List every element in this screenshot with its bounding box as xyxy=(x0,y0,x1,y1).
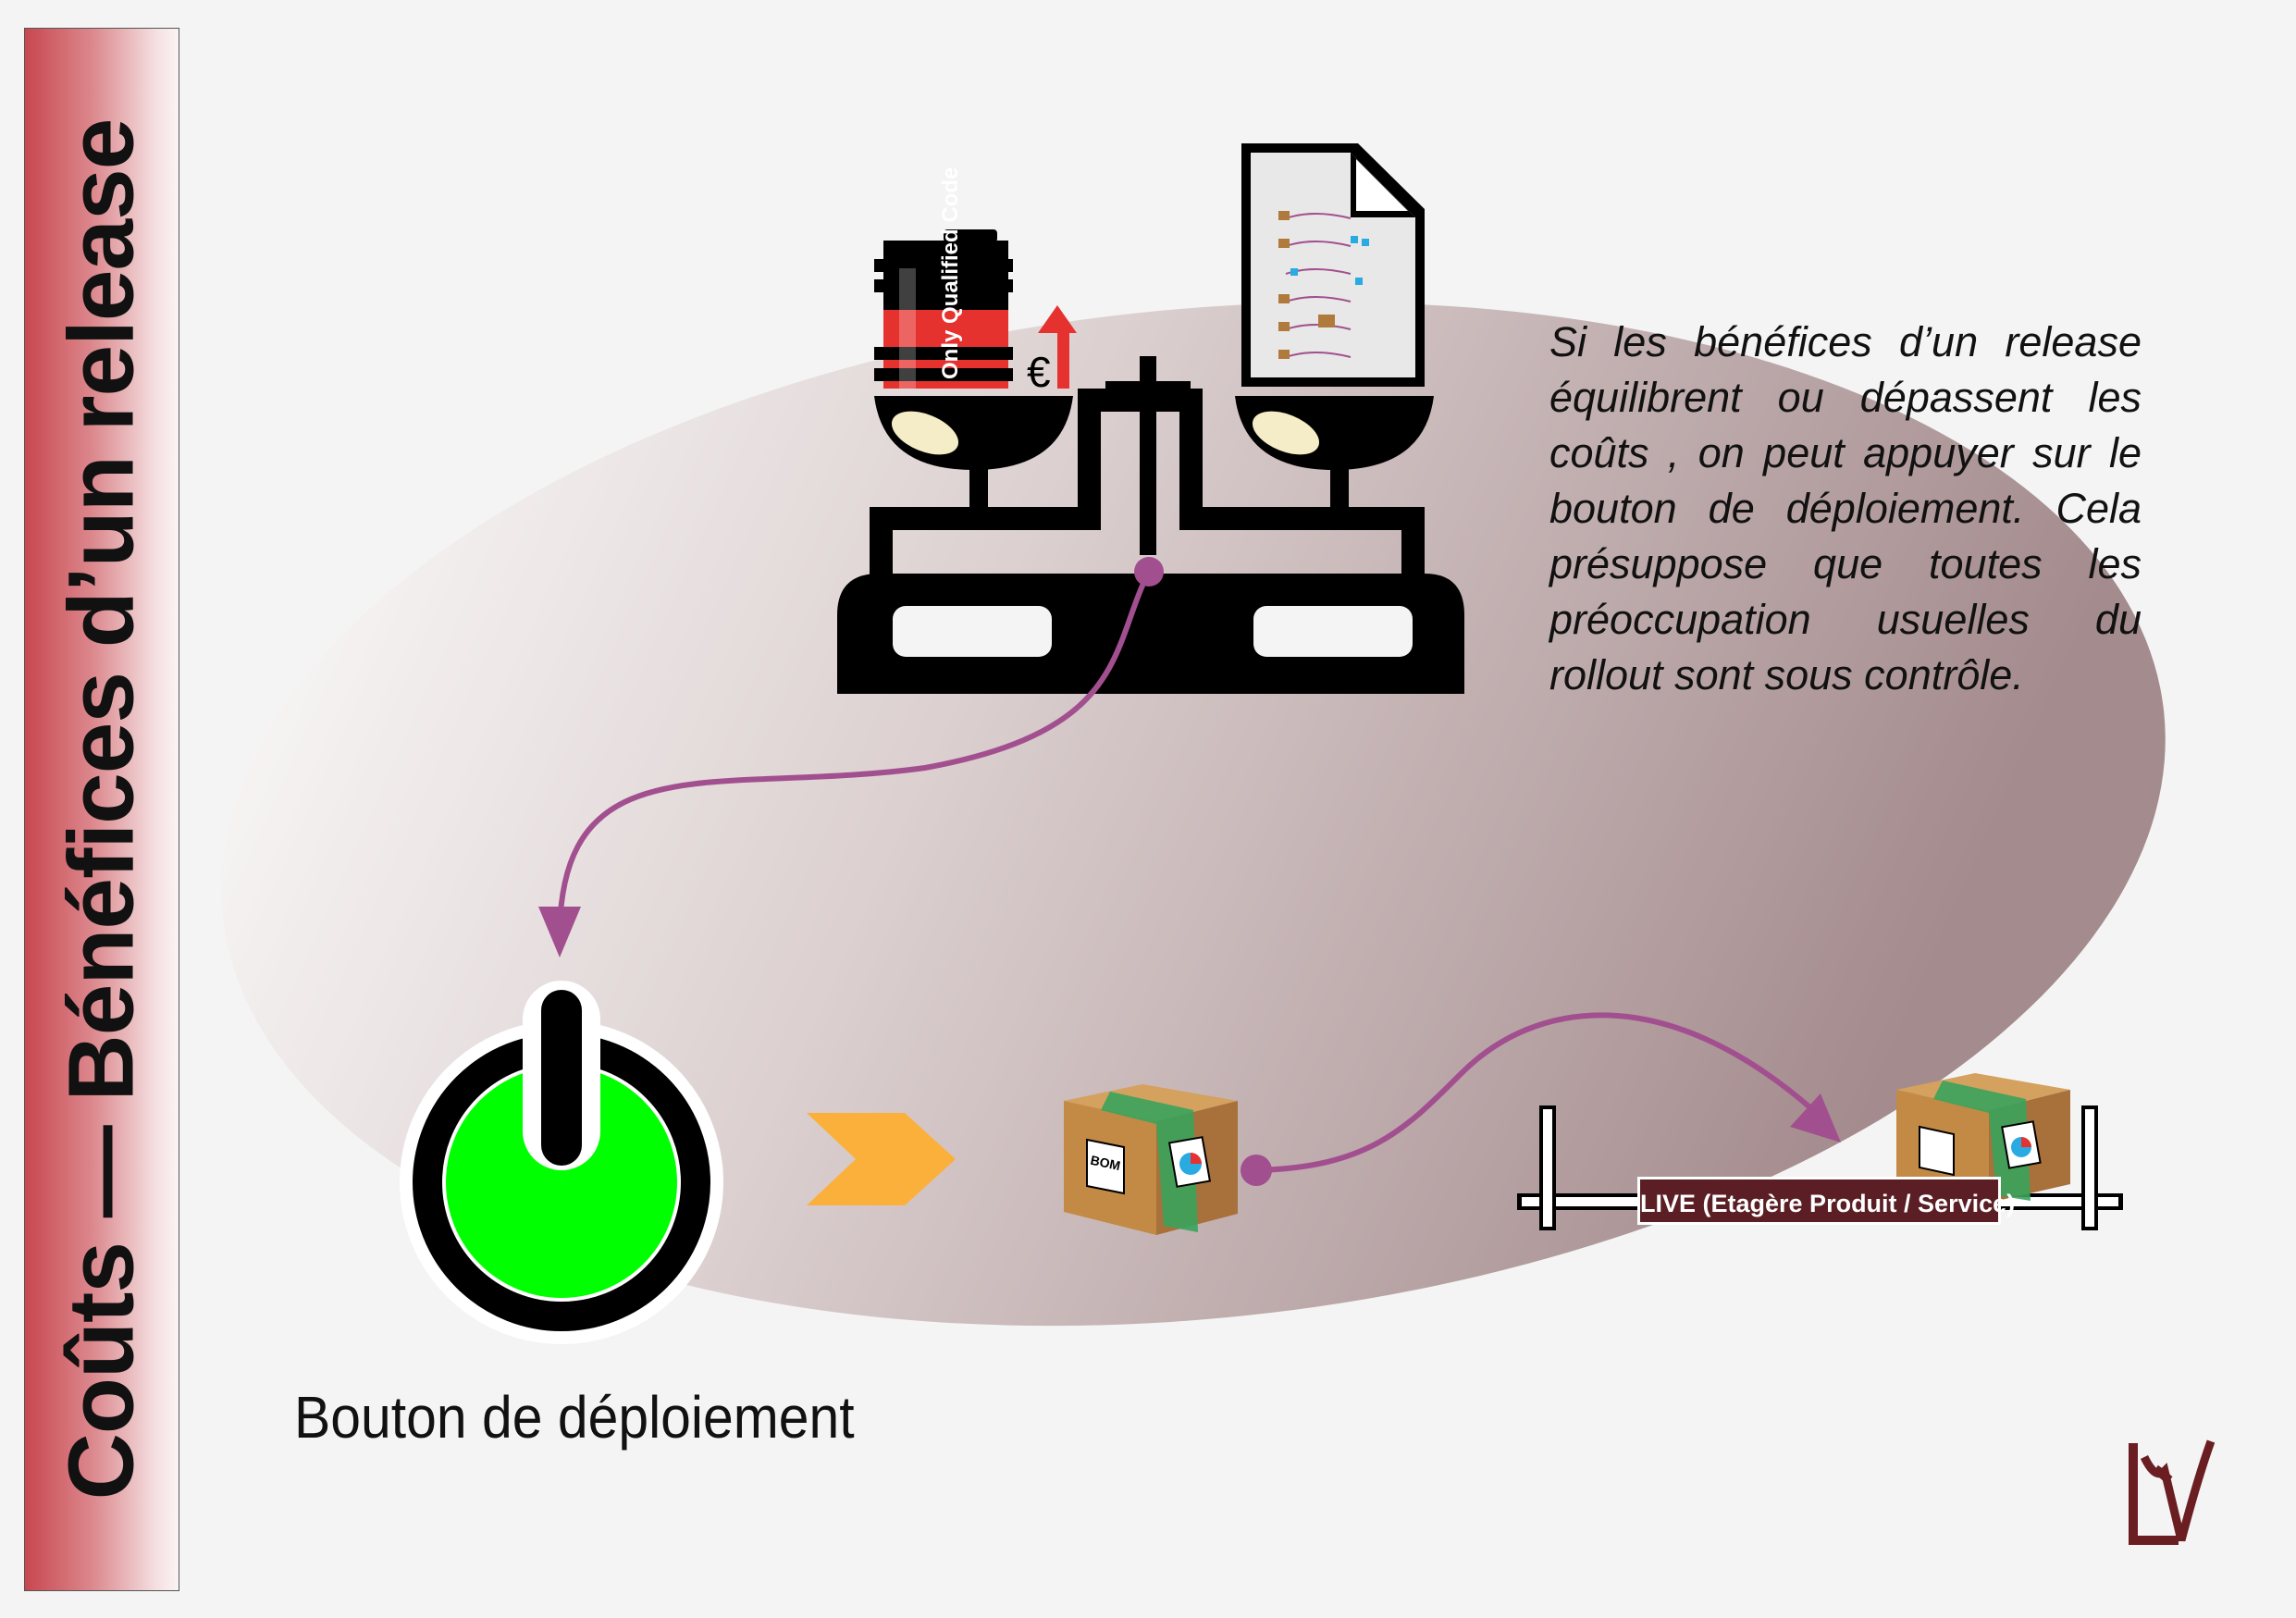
description-text: Si les bénéfices d’un release équilibren… xyxy=(1549,318,2142,698)
package-bom-label: BOM xyxy=(1089,1153,1121,1173)
flow-arrow-scale-to-button xyxy=(557,570,1152,931)
euro-symbol: € xyxy=(1027,348,1051,396)
sidebar-banner: Coûts — Bénéfices d’un release xyxy=(24,28,179,1591)
euro-up-arrow-icon: € xyxy=(1027,305,1077,396)
document-icon xyxy=(1241,143,1425,387)
balance-scale-icon xyxy=(837,356,1464,694)
deploy-button-caption: Bouton de déploiement xyxy=(294,1384,855,1451)
package-box-icon: BOM xyxy=(1064,1084,1238,1235)
background-ellipse xyxy=(221,302,2166,1327)
qualified-code-can-icon: Only Qualified Code xyxy=(874,167,1013,389)
power-button-icon[interactable] xyxy=(400,981,723,1344)
can-label: Only Qualified Code xyxy=(938,167,963,379)
shelved-package-icon xyxy=(1896,1073,2070,1203)
live-shelf-label: LIVE (Etagère Produit / Service) xyxy=(1637,1177,2015,1225)
arrowhead-shelf xyxy=(1790,1093,1841,1142)
arrowhead-down xyxy=(538,907,581,957)
chevron-right-icon xyxy=(807,1113,956,1205)
author-logo-icon xyxy=(2129,1439,2216,1545)
flow-arrow-package-to-shelf xyxy=(1255,1012,1815,1173)
